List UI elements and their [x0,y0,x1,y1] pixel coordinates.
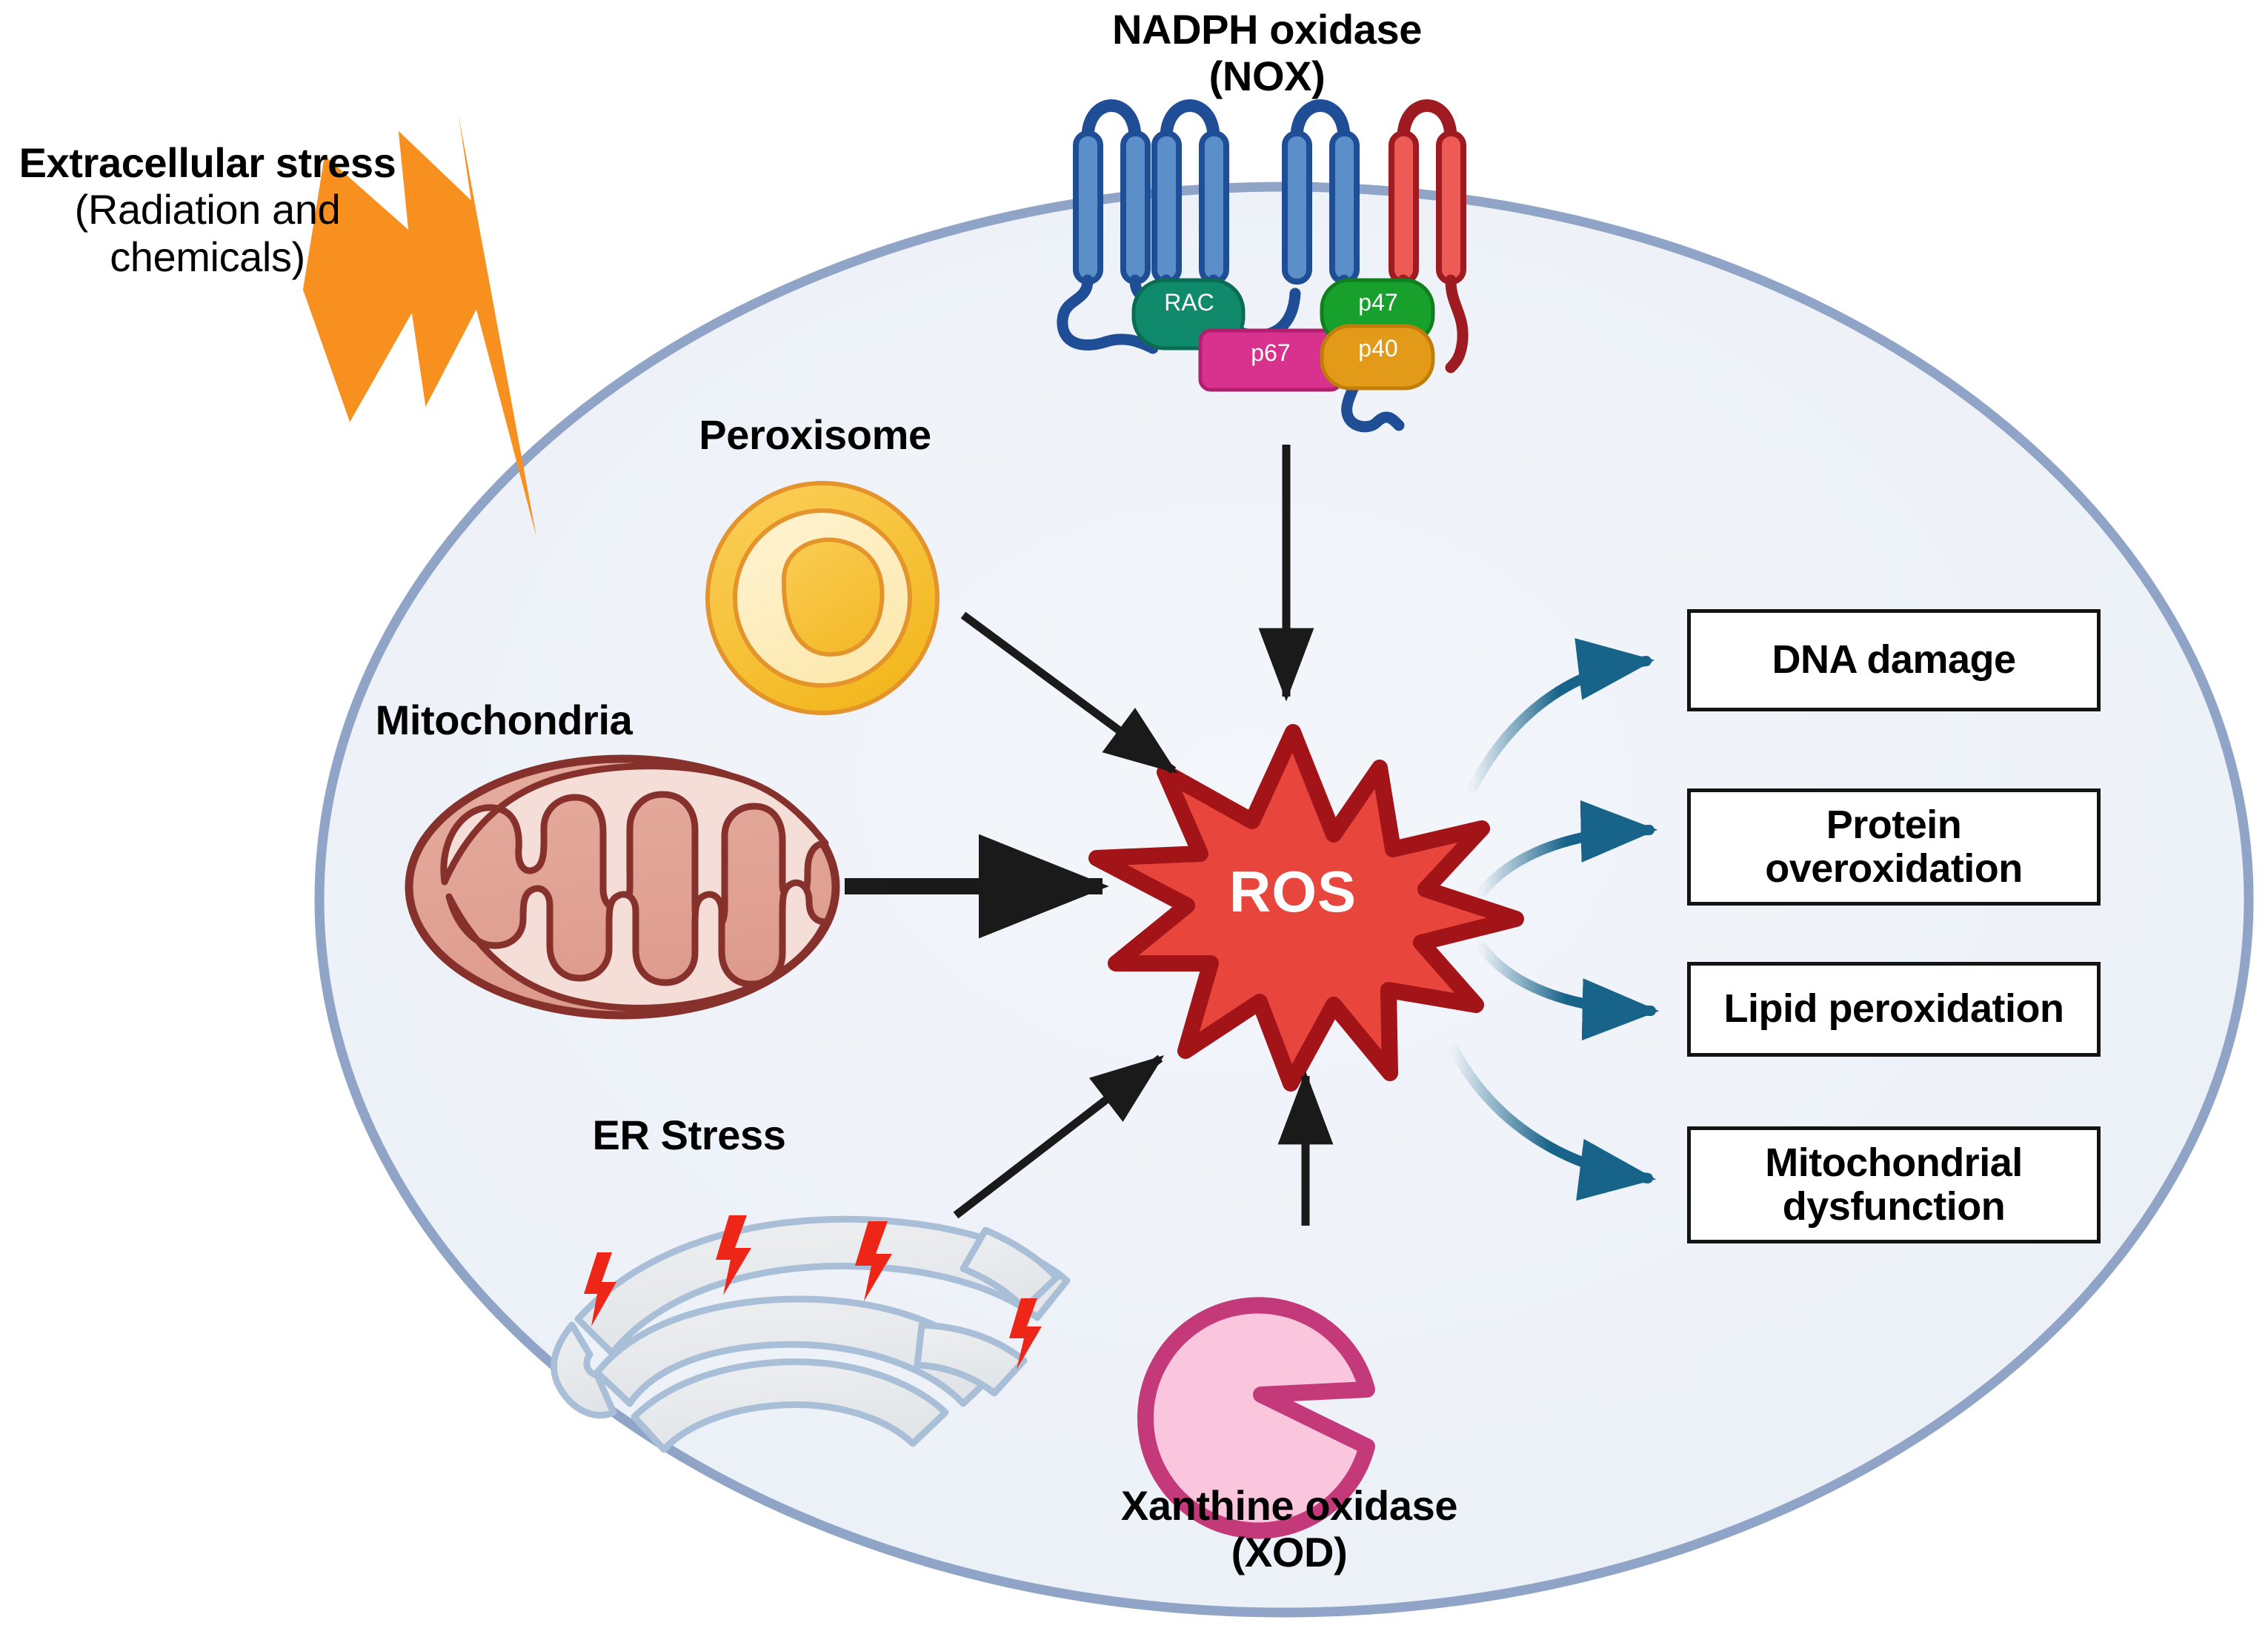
arrow-peroxisome-to-ros [960,611,1178,774]
xanthine-oxidase-line2: (XOD) [1231,1529,1348,1576]
arrow-ros-to-protein-overoxidation [1477,800,1658,897]
arrow-ros-to-lipid-peroxidation [1477,942,1660,1041]
endoplasmic-reticulum-organelle [551,1215,1071,1453]
outcome-box-mitochondrial-dysfunction: Mitochondrial dysfunction [1687,1126,2101,1243]
ros-output-arrows [1449,638,1660,1201]
extracellular-stress-line1: Extracellular stress [19,139,396,186]
er-stress-bolt-icon-1 [584,1252,616,1326]
nox-subunit-p67-label: p67 [1251,339,1291,366]
xanthine-oxidase-line1: Xanthine oxidase [1120,1482,1458,1529]
nadph-oxidase-complex [1057,99,1469,433]
xanthine-oxidase-icon [1137,1297,1375,1539]
er-stress-label: ER Stress [592,1112,786,1158]
er-stress-bolt-icon-2 [716,1215,751,1295]
mitochondria-label: Mitochondria [375,697,633,743]
arrow-er-to-ros [953,1055,1165,1219]
nox-subunit-p40-label: p40 [1358,335,1398,362]
ros-input-arrows [845,445,1334,1226]
er-stress-bolt-icon-4 [1009,1298,1042,1369]
nadph-oxidase-label: NADPH oxidase(NOX) [1060,6,1474,100]
ros-starburst [1088,724,1524,1092]
extracellular-stress-lightning-icon [302,114,536,537]
nox-subunit-p40 [1320,324,1435,391]
peroxisome-organelle [705,481,940,715]
arrow-ros-to-mitochondrial-dysfunction [1449,1044,1657,1201]
mitochondria-organelle [405,754,840,1020]
nadph-oxidase-line1: NADPH oxidase [1111,6,1423,53]
ros-label: ROS [1228,859,1357,924]
outcome-box-protein-overoxidation: Protein overoxidation [1687,788,2101,906]
er-stress-bolt-icon-3 [855,1221,892,1301]
xanthine-oxidase-label: Xanthine oxidase(XOD) [1082,1482,1497,1576]
extracellular-stress-line2: (Radiation and [74,186,341,233]
peroxisome-label: Peroxisome [699,411,931,458]
nox-subunit-p47-label: p47 [1358,289,1398,316]
nadph-oxidase-line2: (NOX) [1208,53,1326,100]
outcome-box-lipid-peroxidation: Lipid peroxidation [1687,962,2101,1057]
outcome-box-dna-damage: DNA damage [1687,609,2101,711]
extracellular-stress-line3: chemicals) [110,233,305,280]
arrow-ros-to-dna-damage [1468,638,1655,792]
nox-subunit-rac-label: RAC [1164,289,1214,316]
